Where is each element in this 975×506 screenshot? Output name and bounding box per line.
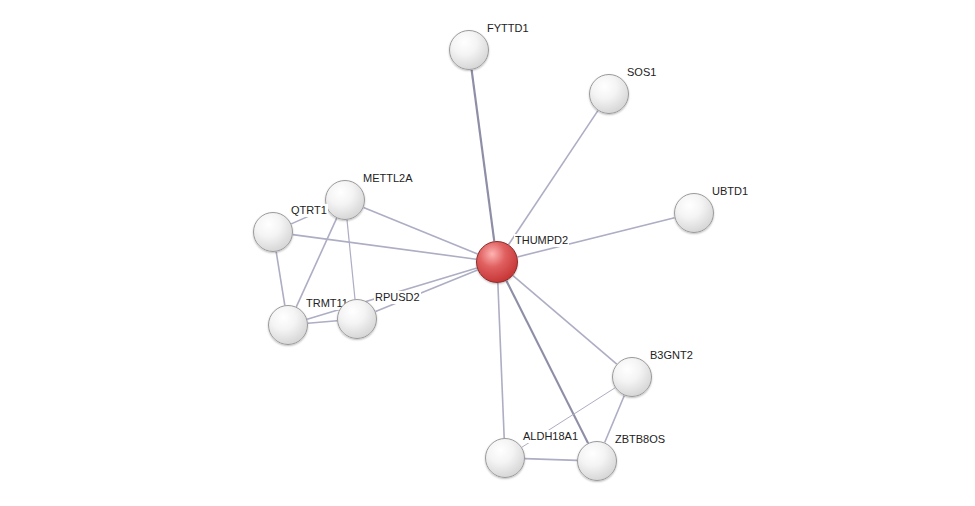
protein-label: ALDH18A1 <box>522 430 579 443</box>
protein-node: RPUSD2 <box>337 299 377 339</box>
protein-label: THUMPD2 <box>514 234 569 247</box>
interaction-edge <box>347 220 355 299</box>
protein-label: B3GNT2 <box>649 349 694 362</box>
protein-node: B3GNT2 <box>612 357 652 397</box>
interaction-edge <box>472 70 495 241</box>
interaction-edge <box>307 268 477 319</box>
interaction-edge <box>276 252 285 306</box>
interaction-edge <box>308 321 337 324</box>
protein-label: RPUSD2 <box>374 291 421 304</box>
protein-node: QTRT1 <box>253 212 293 252</box>
protein-node: SOS1 <box>589 74 629 114</box>
protein-node: TRMT11 <box>268 305 308 345</box>
interaction-edge <box>498 283 504 438</box>
interaction-edge <box>506 281 588 443</box>
protein-label: FYTTD1 <box>486 22 530 35</box>
interaction-edge <box>509 111 598 245</box>
protein-label: UBTD1 <box>711 185 749 198</box>
interaction-edge <box>522 388 615 447</box>
protein-label: SOS1 <box>626 66 657 79</box>
protein-label: QTRT1 <box>290 204 328 217</box>
protein-node: UBTD1 <box>674 193 714 233</box>
interaction-edge <box>525 459 577 461</box>
protein-node: METTL2A <box>325 180 365 220</box>
interaction-edge <box>513 276 617 364</box>
protein-label: ZBTB8OS <box>614 433 666 446</box>
interaction-edge <box>296 218 336 307</box>
protein-node: ZBTB8OS <box>577 441 617 481</box>
query-protein-node: THUMPD2 <box>476 241 518 283</box>
protein-node: FYTTD1 <box>449 30 489 70</box>
protein-label: METTL2A <box>362 172 414 185</box>
protein-node: ALDH18A1 <box>485 438 525 478</box>
